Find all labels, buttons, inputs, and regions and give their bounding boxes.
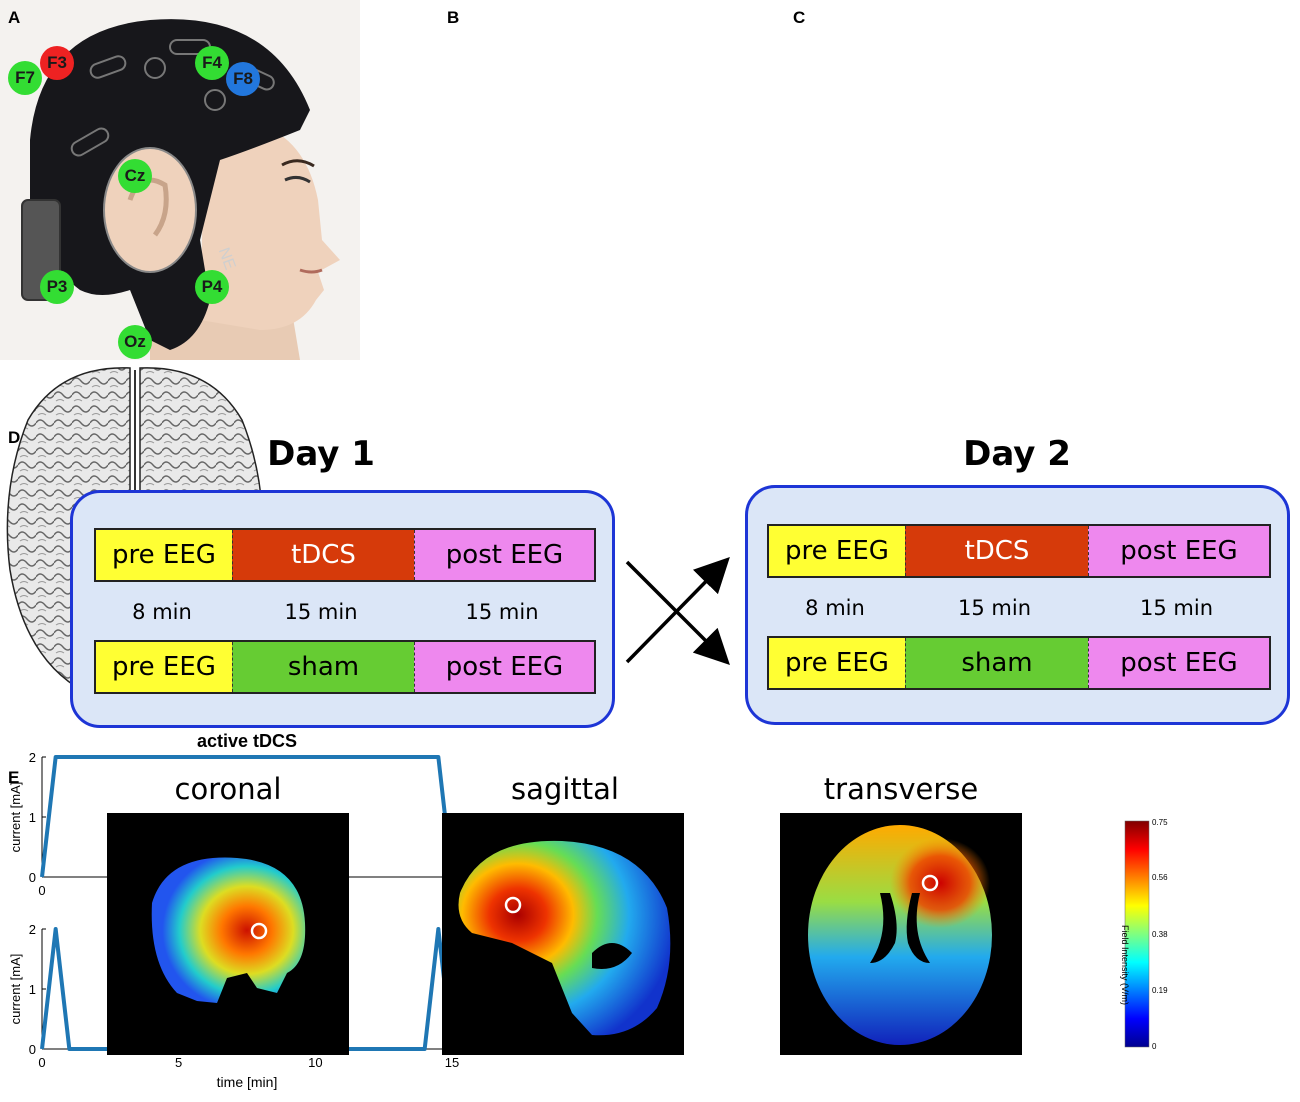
day2-duration-stim: 15 min [958, 596, 1031, 620]
day1-tdcs-row: pre EEG tDCS post EEG [94, 528, 596, 582]
electrode-p3: P3 [40, 270, 74, 304]
colorbar [1124, 820, 1150, 1048]
day1-sham-row: pre EEG sham post EEG [94, 640, 596, 694]
day1-sham-segment: sham [232, 642, 414, 692]
chart2-ytick-label-1: 1 [29, 982, 36, 997]
chart1-ytick-label-2: 2 [29, 750, 36, 765]
colorbar-tick-056: 0.56 [1152, 873, 1168, 882]
day2-tdcs-segment: tDCS [905, 526, 1088, 576]
chart1-xtick-label-0: 0 [38, 883, 45, 898]
head-illustration [21, 19, 340, 360]
electrode-f8: F8 [226, 62, 260, 96]
day2-durations: 8 min 15 min 15 min [767, 593, 1271, 623]
day1-box: pre EEG tDCS post EEG 8 min 15 min 15 mi… [70, 490, 615, 728]
electrode-f4: F4 [195, 46, 229, 80]
electrode-p4: P4 [195, 270, 229, 304]
day1-durations: 8 min 15 min 15 min [94, 597, 596, 627]
day1-duration-post: 15 min [465, 600, 539, 624]
day1-post-eeg-tdcs: post EEG [414, 530, 594, 580]
electrode-cz: Cz [118, 159, 152, 193]
chart2-ylabel: current [mA] [8, 954, 23, 1025]
colorbar-tick-min: 0 [1152, 1042, 1157, 1051]
sagittal-field-map [442, 813, 684, 1055]
transverse-title: transverse [823, 772, 979, 806]
day1-tdcs-segment: tDCS [232, 530, 414, 580]
day2-tdcs-row: pre EEG tDCS post EEG [767, 524, 1271, 578]
chart1-ytick-label-1: 1 [29, 810, 36, 825]
panel-label-c: C [793, 8, 806, 27]
day1-duration-stim: 15 min [284, 600, 358, 624]
day1-title: Day 1 [267, 434, 375, 474]
colorbar-tick-038: 0.38 [1152, 930, 1168, 939]
day1-duration-pre: 8 min [132, 600, 192, 624]
chart2-xlabel: time [min] [217, 1074, 278, 1090]
day2-box: pre EEG tDCS post EEG 8 min 15 min 15 mi… [745, 485, 1290, 725]
day1-post-eeg-sham: post EEG [414, 642, 594, 692]
chart1-title: active tDCS [197, 731, 297, 751]
day2-sham-segment: sham [905, 638, 1088, 688]
electrode-f7: F7 [8, 61, 42, 95]
day1-pre-eeg-tdcs: pre EEG [96, 530, 232, 580]
colorbar-tick-max: 0.75 [1152, 818, 1168, 827]
electrode-f3: F3 [40, 46, 74, 80]
crossover-arrows [625, 557, 730, 665]
chart2-xtick-label-0: 0 [38, 1055, 45, 1070]
day2-duration-pre: 8 min [805, 596, 865, 620]
sagittal-title: sagittal [511, 772, 619, 806]
colorbar-tick-019: 0.19 [1152, 986, 1168, 995]
day2-title: Day 2 [963, 434, 1071, 474]
chart2-xtick-label-10: 10 [308, 1055, 322, 1070]
day2-sham-row: pre EEG sham post EEG [767, 636, 1271, 690]
day1-pre-eeg-sham: pre EEG [96, 642, 232, 692]
chart2-ytick-label-2: 2 [29, 922, 36, 937]
panel-label-a: A [8, 8, 21, 27]
coronal-field-map [107, 813, 349, 1055]
day2-post-eeg-sham: post EEG [1088, 638, 1269, 688]
coronal-title: coronal [174, 772, 282, 806]
day2-pre-eeg-tdcs: pre EEG [769, 526, 905, 576]
day2-duration-post: 15 min [1140, 596, 1213, 620]
day2-pre-eeg-sham: pre EEG [769, 638, 905, 688]
chart2-xtick-label-15: 15 [445, 1055, 459, 1070]
colorbar-title: Field Intensity (V/m) [1120, 925, 1130, 1006]
transverse-field-map [780, 813, 1022, 1055]
day2-post-eeg-tdcs: post EEG [1088, 526, 1269, 576]
panel-label-b: B [447, 8, 460, 27]
chart1-ytick-label-0: 0 [29, 870, 36, 885]
chart1-ylabel: current [mA] [8, 782, 23, 853]
chart2-xtick-label-5: 5 [175, 1055, 182, 1070]
panel-label-d: D [8, 428, 21, 447]
panel-label-e: E [8, 768, 20, 787]
chart2-ytick-label-0: 0 [29, 1042, 36, 1057]
electrode-oz: Oz [118, 325, 152, 359]
